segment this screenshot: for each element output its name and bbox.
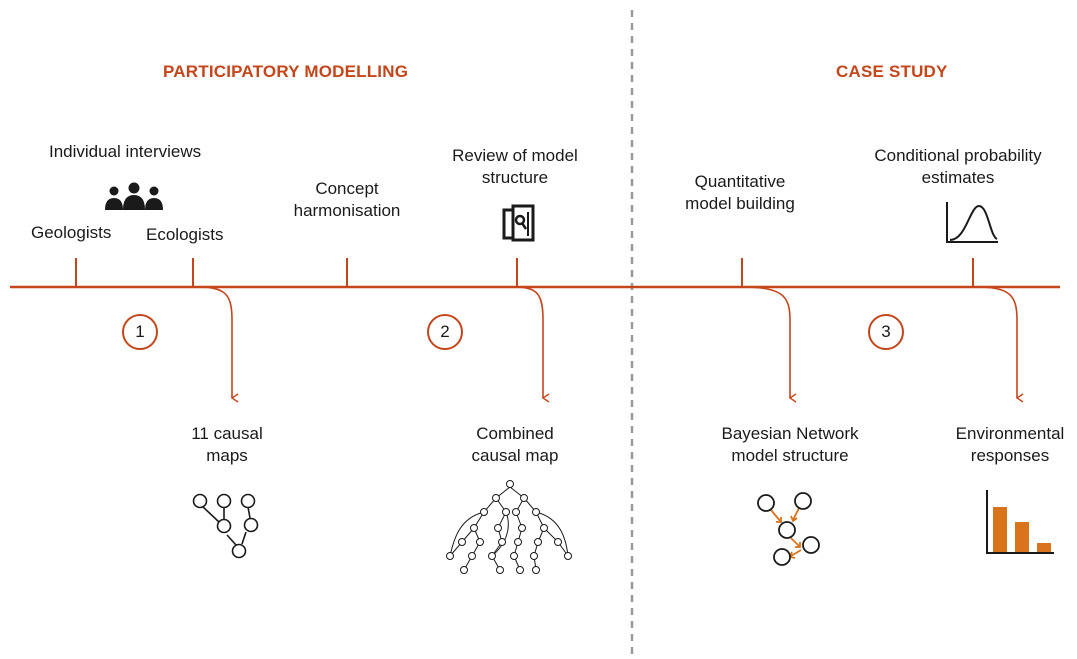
arrow-to-causal-maps: [197, 286, 232, 398]
label-env-line1: Environmental: [955, 424, 1065, 443]
label-quantitative-model-building: Quantitative model building: [660, 171, 820, 215]
label-bn-line1: Bayesian Network: [721, 424, 859, 443]
distribution-curve-icon: [946, 202, 998, 243]
combined-causal-map-icon: [446, 480, 572, 574]
label-conditional-line1: Conditional probability: [874, 146, 1042, 165]
label-review-line2: structure: [481, 168, 549, 187]
label-geologists: Geologists: [31, 223, 112, 242]
arrow-to-combined-map: [514, 286, 543, 398]
phase-3-badge: 3: [868, 314, 904, 350]
label-causal-maps-line2: maps: [206, 446, 248, 465]
label-environmental-responses: Environmental responses: [945, 423, 1075, 467]
label-combined-line2: causal map: [471, 446, 559, 465]
phase-1-badge: 1: [122, 314, 158, 350]
label-ecologists: Ecologists: [146, 225, 224, 244]
label-individual-interviews: Individual interviews: [49, 142, 202, 161]
header-participatory-modelling: PARTICIPATORY MODELLING: [163, 62, 409, 81]
label-review-line1: Review of model: [452, 146, 578, 165]
bar-chart-icon: [986, 490, 1054, 554]
label-quantitative-line2: model building: [685, 194, 795, 213]
label-review-model-structure: Review of model structure: [440, 145, 590, 189]
bayesian-network-icon: [757, 492, 820, 566]
causal-map-icon: [192, 493, 259, 559]
label-quantitative-line1: Quantitative: [694, 172, 786, 191]
label-combined-causal-map: Combined causal map: [455, 423, 575, 467]
label-causal-maps: 11 causal maps: [167, 423, 287, 467]
document-review-icon: [502, 204, 535, 242]
phase-2-badge: 2: [427, 314, 463, 350]
label-conditional-probability: Conditional probability estimates: [858, 145, 1058, 189]
label-combined-line1: Combined: [476, 424, 554, 443]
header-case-study: CASE STUDY: [836, 62, 948, 81]
label-conditional-line2: estimates: [921, 168, 995, 187]
arrow-to-env-responses: [974, 286, 1017, 398]
people-icon: [105, 182, 163, 210]
label-bn-structure: Bayesian Network model structure: [700, 423, 880, 467]
label-env-line2: responses: [970, 446, 1050, 465]
label-concept-line1: Concept: [315, 179, 379, 198]
label-causal-maps-line1: 11 causal: [191, 424, 263, 443]
label-concept-harmonisation: Concept harmonisation: [287, 178, 407, 222]
label-bn-line2: model structure: [731, 446, 849, 465]
label-concept-line2: harmonisation: [293, 201, 401, 220]
arrow-to-bn-structure: [739, 286, 790, 398]
